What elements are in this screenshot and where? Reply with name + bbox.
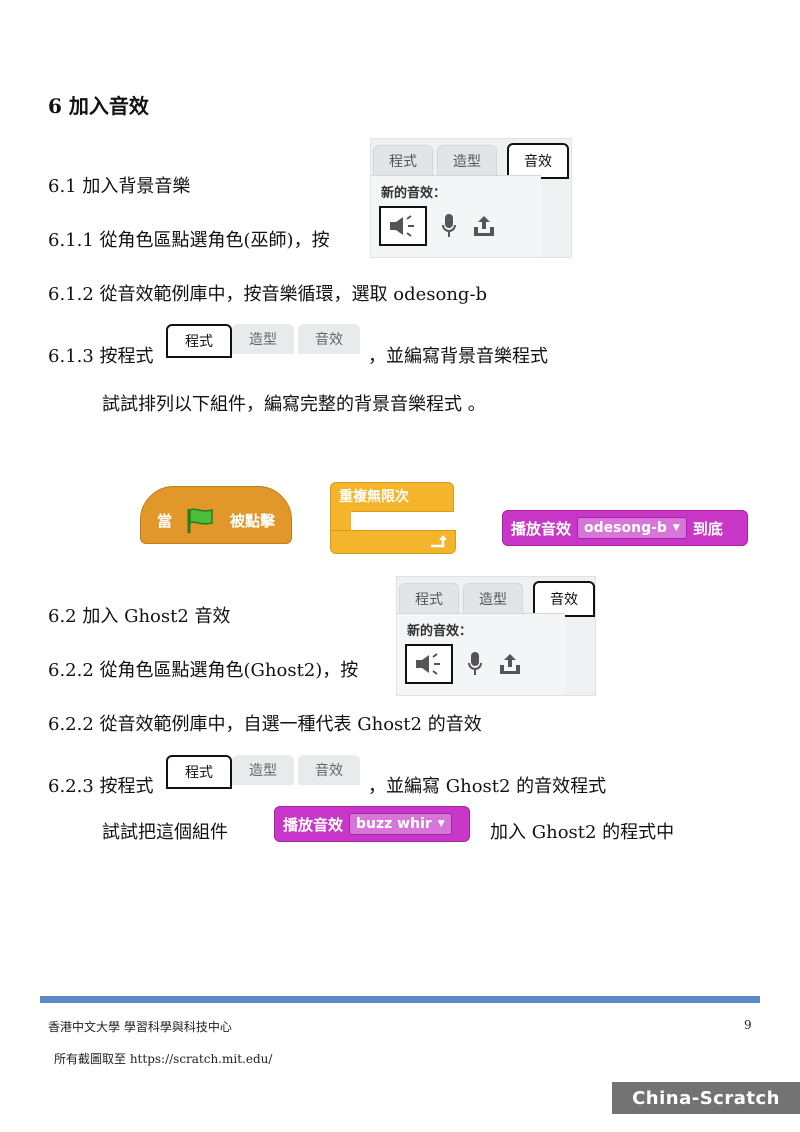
green-flag-icon	[187, 508, 213, 533]
loop-arrow-icon	[431, 535, 447, 548]
tab-costume[interactable]: 造型	[437, 145, 497, 176]
new-sound-area: 新的音效：	[371, 175, 541, 257]
inline-tab-costume[interactable]: 造型	[232, 755, 294, 785]
dropdown-arrow-icon: ▼	[672, 523, 680, 533]
sound-tab-panel-1: 程式 造型 音效 新的音效：	[370, 138, 572, 258]
upload-icon[interactable]	[471, 208, 497, 244]
page-number: 9	[744, 1018, 752, 1032]
microphone-icon[interactable]	[465, 646, 485, 682]
play-sound-until-done-block[interactable]: 播放音效 odesong-b▼ 到底	[502, 510, 748, 546]
step-6-1-3: 6.1.3 按程式	[48, 346, 154, 367]
play-sound-label: 播放音效	[511, 519, 572, 538]
new-sound-label: 新的音效：	[407, 624, 473, 639]
forever-block[interactable]: 重複無限次	[330, 482, 456, 554]
step-6-2-2-a: 6.2.2 從角色區點選角色(Ghost2)，按	[48, 660, 359, 681]
step-6-1-1: 6.1.1 從角色區點選角色(巫師)，按	[48, 230, 330, 251]
inline-tab-code[interactable]: 程式	[166, 324, 232, 358]
tab-sound[interactable]: 音效	[533, 581, 595, 617]
inline-tabs-1: 程式 造型 音效	[166, 324, 366, 358]
play-sound-block[interactable]: 播放音效 buzz whir▼	[274, 806, 470, 842]
step-6-2: 6.2 加入 Ghost2 音效	[48, 606, 231, 627]
sound-tab-panel-2: 程式 造型 音效 新的音效：	[396, 576, 596, 696]
inline-tab-sound[interactable]: 音效	[298, 324, 360, 354]
step-6-2-2-b: 6.2.2 從音效範例庫中，自選一種代表 Ghost2 的音效	[48, 714, 482, 735]
tab-costume[interactable]: 造型	[463, 583, 523, 614]
inline-tab-sound[interactable]: 音效	[298, 755, 360, 785]
footer-rule	[40, 996, 760, 1003]
step-6-1: 6.1 加入背景音樂	[48, 176, 191, 197]
instruction-6-1-3: 試試排列以下組件，編寫完整的背景音樂程式 。	[102, 394, 486, 415]
footer-org: 香港中文大學 學習科學與科技中心	[48, 1020, 232, 1034]
when-flag-clicked-block[interactable]: 當 被點擊	[140, 486, 292, 544]
clicked-label: 被點擊	[230, 511, 276, 530]
step-6-1-2: 6.1.2 從音效範例庫中，按音樂循環，選取 odesong-b	[48, 284, 488, 305]
step-6-2-3-suffix: ，並編寫 Ghost2 的音效程式	[368, 776, 607, 797]
inline-tab-code[interactable]: 程式	[166, 755, 232, 789]
speaker-icon[interactable]	[405, 644, 453, 684]
tab-code[interactable]: 程式	[399, 583, 459, 614]
microphone-icon[interactable]	[439, 208, 459, 244]
new-sound-label: 新的音效：	[381, 186, 447, 201]
dropdown-arrow-icon: ▼	[437, 819, 445, 829]
watermark: China-Scratch	[612, 1082, 800, 1114]
until-done-label: 到底	[692, 519, 723, 538]
play-sound-label: 播放音效	[283, 815, 344, 834]
step-6-2-3: 6.2.3 按程式	[48, 776, 154, 797]
inline-tabs-2: 程式 造型 音效	[166, 755, 366, 789]
sound-dropdown-1[interactable]: odesong-b▼	[577, 517, 687, 539]
sound-dropdown-2[interactable]: buzz whir▼	[349, 813, 452, 835]
upload-icon[interactable]	[497, 646, 523, 682]
section-heading: 6 加入音效	[48, 94, 149, 118]
instruction-6-2-3-suffix: 加入 Ghost2 的程式中	[490, 822, 675, 843]
inline-tab-costume[interactable]: 造型	[232, 324, 294, 354]
forever-label: 重複無限次	[330, 482, 454, 512]
footer-credit: 所有截圖取至 https://scratch.mit.edu/	[54, 1052, 273, 1066]
new-sound-area: 新的音效：	[397, 613, 565, 695]
when-label: 當	[156, 511, 172, 530]
instruction-6-2-3-prefix: 試試把這個組件	[102, 822, 228, 843]
tab-code[interactable]: 程式	[373, 145, 433, 176]
tab-sound[interactable]: 音效	[507, 143, 569, 179]
speaker-icon[interactable]	[379, 206, 427, 246]
step-6-1-3-suffix: ，並編寫背景音樂程式	[368, 346, 548, 367]
